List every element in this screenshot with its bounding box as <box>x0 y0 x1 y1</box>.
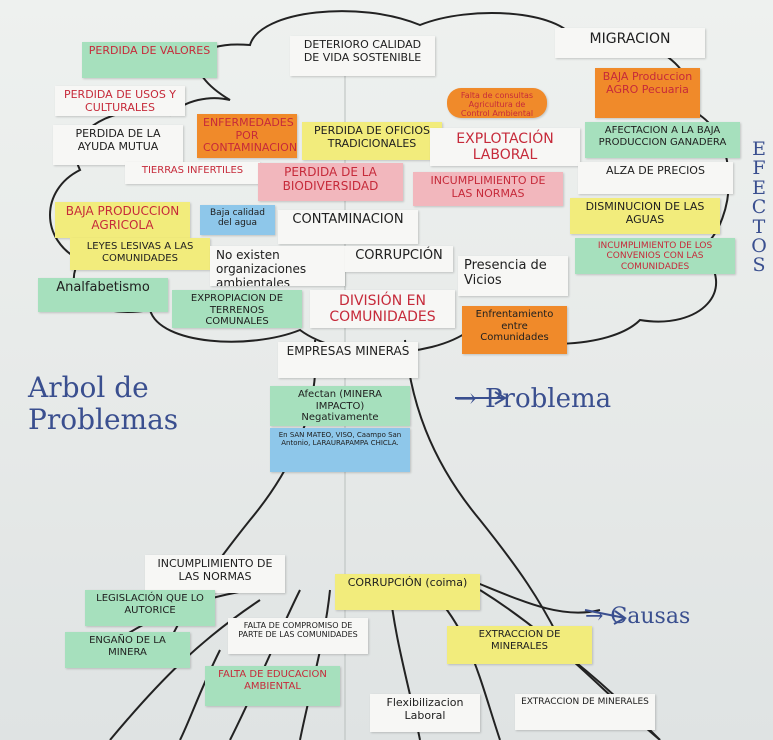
note-corrupcion-top: CORRUPCIÓN <box>345 246 453 272</box>
root-1 <box>229 589 301 740</box>
efectos-label: EFECTOS <box>751 138 767 277</box>
tree-title: Arbol de Problemas <box>28 371 179 437</box>
note-analfabetismo: Analfabetismo <box>38 278 168 312</box>
note-incumplimiento-normas: INCUMPLIMIENTO DE LAS NORMAS <box>413 172 563 206</box>
note-extraccion: EXTRACCION DE MINERALES <box>447 626 592 664</box>
note-baja-produccion-agro: BAJA Produccion AGRO Pecuaria <box>595 68 700 118</box>
note-incumplimiento-causas: INCUMPLIMIENTO DE LAS NORMAS <box>145 555 285 593</box>
note-enfrentamiento: Enfrentamiento entre Comunidades <box>462 306 567 354</box>
root-9 <box>179 649 221 740</box>
trunk-right <box>404 339 561 641</box>
note-empresas: EMPRESAS MINERAS <box>278 342 418 378</box>
note-alza-precios: ALZA DE PRECIOS <box>578 162 733 194</box>
arrow-causas <box>584 609 627 625</box>
root-2 <box>299 589 331 740</box>
note-division: DIVISIÓN EN COMUNIDADES <box>310 290 455 328</box>
note-deterioro: DETERIORO CALIDAD DE VIDA SOSTENIBLE <box>290 36 435 76</box>
note-baja-calidad: Baja calidad del agua <box>200 205 275 235</box>
note-tierras: TIERRAS INFERTILES <box>125 162 260 184</box>
note-legislacion: LEGISLACIÓN QUE LO AUTORICE <box>85 590 215 626</box>
note-expropiacion: EXPROPIACION DE TERRENOS COMUNALES <box>172 290 302 328</box>
note-explotacion: EXPLOTACIÓN LABORAL <box>430 128 580 166</box>
canopy-outline <box>49 10 730 354</box>
note-afectan: Afectan (MINERA IMPACTO) Negativamente <box>270 386 410 426</box>
arrow-problema-label: → Problema <box>455 384 612 414</box>
note-engano: ENGAÑO DE LA MINERA <box>65 632 190 668</box>
note-corrupcion-causas: CORRUPCIÓN (coima) <box>335 574 480 610</box>
note-perdida-ayuda: PERDIDA DE LA AYUDA MUTUA <box>53 125 183 165</box>
note-falta-educacion: FALTA DE EDUCACION AMBIENTAL <box>205 666 340 706</box>
note-afectacion: AFECTACION A LA BAJA PRODUCCION GANADERA <box>585 122 740 158</box>
note-baja-agricola: BAJA PRODUCCION AGRICOLA <box>55 202 190 238</box>
note-no-existen: No existen organizaciones ambientales <box>210 246 345 286</box>
note-contaminacion: CONTAMINACION <box>278 210 418 244</box>
note-extraccion-minerales: EXTRACCION DE MINERALES <box>515 694 655 730</box>
note-perdida-valores: PERDIDA DE VALORES <box>82 42 217 78</box>
note-leyes: LEYES LESIVAS A LAS COMUNIDADES <box>70 238 210 270</box>
note-flexibilizacion: Flexibilizacion Laboral <box>370 694 480 732</box>
note-biodiversidad: PERDIDA DE LA BIODIVERSIDAD <box>258 163 403 201</box>
note-san-mateo: En SAN MATEO, VISO, Caampo San Antonio, … <box>270 428 410 472</box>
note-falta-consultas: Falta de consultas Agricultura de Contro… <box>447 88 547 118</box>
note-migracion: MIGRACION <box>555 28 705 58</box>
note-falta-compromiso: FALTA DE COMPROMISO DE PARTE DE LAS COMU… <box>228 618 368 654</box>
note-enfermedades: ENFERMEDADES POR CONTAMINACION <box>197 114 297 158</box>
root-5 <box>469 579 601 614</box>
note-disminucion: DISMINUCION DE LAS AGUAS <box>570 198 720 234</box>
note-perdida-usos: PERDIDA DE USOS Y CULTURALES <box>55 86 185 116</box>
note-incumplimiento-convenios: INCUMPLIMIENTO DE LOS CONVENIOS CON LAS … <box>575 238 735 274</box>
note-perdida-oficios: PERDIDA DE OFICIOS TRADICIONALES <box>302 122 442 160</box>
arrow-causas-label: → Causas <box>585 604 691 629</box>
note-presencia: Presencia de Vicios <box>458 256 568 296</box>
arrow-problema <box>455 391 507 405</box>
